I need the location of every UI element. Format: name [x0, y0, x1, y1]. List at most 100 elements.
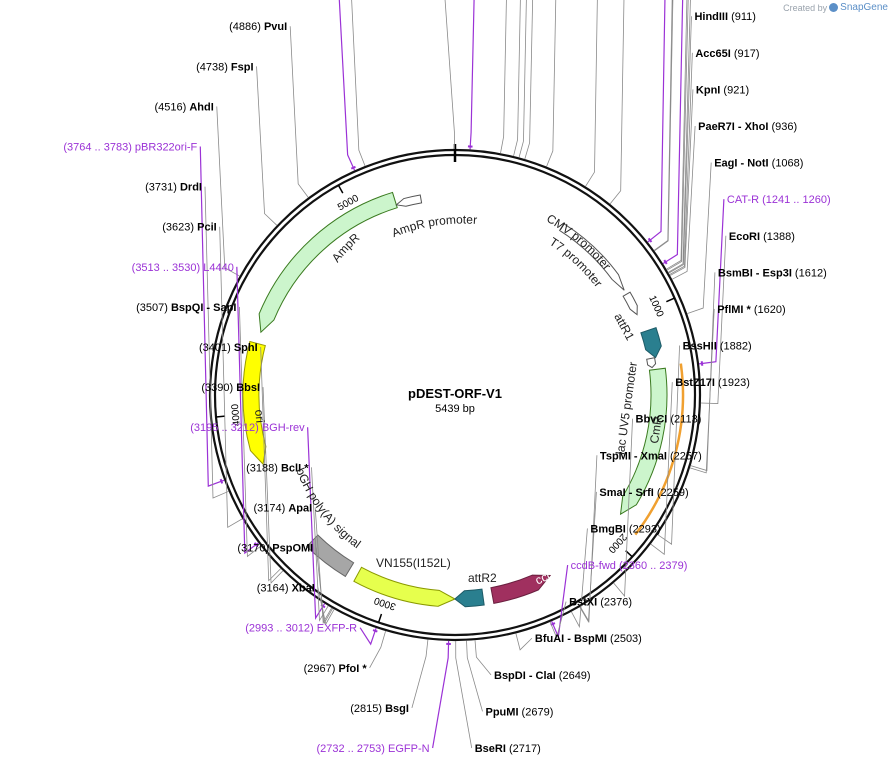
site-bsshii[interactable]: BssHII (1882) [683, 341, 752, 353]
leader-nrui [513, 0, 521, 157]
leader-kpni [669, 89, 694, 276]
lacuv5-promoter-label: lac UV5 promoter [613, 361, 640, 455]
site-cat-r[interactable]: CAT-R (1241 .. 1260) [727, 194, 831, 206]
site-text-ahdi: AhdI [189, 101, 213, 113]
leader-bcli [311, 467, 329, 622]
site-bbsi[interactable]: (3390) BbsI [201, 382, 260, 394]
site-acc65i[interactable]: Acc65I (917) [695, 48, 759, 60]
site-text-smai-srfi: (2259) [654, 487, 689, 499]
site-drdi[interactable]: (3731) DrdI [145, 182, 202, 194]
site-fspi[interactable]: (4738) FspI [196, 61, 253, 73]
site-ahdi[interactable]: (4516) AhdI [154, 101, 213, 113]
leader-sgrdi [444, 0, 455, 150]
site-pflmi[interactable]: PflMI * (1620) [717, 304, 785, 316]
site-text-pflmi: PflMI * [717, 304, 751, 316]
site-ppumi[interactable]: PpuMI (2679) [486, 706, 554, 718]
feature-vn155-i152l[interactable] [353, 566, 457, 607]
feature-ampr[interactable] [258, 191, 398, 334]
leader-cat-r [698, 199, 725, 365]
site-text-bstz17i: (1923) [715, 377, 750, 389]
feature-attr1[interactable] [640, 327, 662, 359]
site-text-pflmi: (1620) [751, 304, 786, 316]
site-bcli[interactable]: (3188) BclI * [246, 462, 309, 474]
leader-saci [654, 0, 674, 252]
site-text-bfuai-bspmi: (2503) [607, 633, 642, 645]
leader-fspi [256, 66, 278, 226]
site-paer7i-xhoi[interactable]: PaeR7I - XhoI (936) [698, 121, 797, 133]
site-pbr322ori-f[interactable]: (3764 .. 3783) pBR322ori-F [63, 142, 197, 154]
site-text-ecori: EcoRI [729, 231, 760, 243]
site-bfuai-bspmi[interactable]: BfuAI - BspMI (2503) [535, 633, 642, 645]
leader-ahdi [216, 106, 240, 277]
feature-attr2[interactable] [454, 588, 485, 608]
leader-xmni [351, 0, 366, 167]
site-apai[interactable]: (3174) ApaI [253, 502, 312, 514]
site-text-ecori: (1388) [760, 231, 795, 243]
site-text-fspi: FspI [231, 61, 254, 73]
features-layer [242, 191, 685, 608]
feature-ori[interactable] [242, 340, 267, 466]
site-text-drdi: DrdI [180, 182, 202, 194]
site-text-bbvci: (2113) [667, 414, 701, 426]
leader-tspmi-xmai [579, 455, 598, 623]
site-bstxi[interactable]: BstXI (2376) [569, 597, 632, 609]
feature-lac-uv5-promoter[interactable] [646, 357, 657, 369]
leader-drdi [204, 186, 229, 499]
site-exfp-r[interactable]: (2993 .. 3012) EXFP-R [245, 623, 357, 635]
plasmid-size: 5439 bp [435, 403, 475, 415]
leader-bgh-rev [307, 427, 326, 620]
site-egfp-n[interactable]: (2732 .. 2753) EGFP-N [316, 743, 429, 755]
site-bgh-rev[interactable]: (3195 .. 3212) BGH-rev [190, 422, 305, 434]
site-hindiii[interactable]: HindIII (911) [694, 11, 756, 23]
feature-cmr[interactable] [619, 367, 668, 516]
site-text-bsshii: (1882) [717, 341, 752, 353]
leader-paer7i-xhoi [671, 125, 696, 280]
site-kpni[interactable]: KpnI (921) [696, 84, 749, 96]
site-ccdb-fwd[interactable]: ccdB-fwd (2360 .. 2379) [571, 560, 688, 572]
site-text-cat-r: (1241 .. 1260) [759, 194, 831, 206]
leader-eagi-noti [687, 162, 712, 315]
site-bspdi-clai[interactable]: BspDI - ClaI (2649) [494, 670, 591, 682]
site-pfoi[interactable]: (2967) PfoI * [304, 663, 368, 675]
site-bsgi[interactable]: (2815) BsgI [350, 703, 409, 715]
leader-pflmi [689, 308, 715, 474]
site-text-bgh-rev: (3195 .. 3212) [190, 422, 262, 434]
site-bspqi-sapi[interactable]: (3507) BspQI - SapI [136, 302, 236, 314]
tick-label-1000: 1000 [646, 294, 665, 319]
site-eagi-noti[interactable]: EagI - NotI (1068) [714, 158, 803, 170]
site-xbai[interactable]: (3164) XbaI [257, 583, 315, 595]
site-bseri[interactable]: BseRI (2717) [475, 743, 541, 755]
site-text-pvui: PvuI [264, 21, 287, 33]
leader-xbai [317, 587, 335, 626]
feature-ccdb[interactable] [490, 574, 552, 604]
primer-mark-cat-r [700, 361, 704, 366]
site-pspomi[interactable]: (3170) PspOMI [237, 543, 313, 555]
site-text-eagi-noti: EagI - NotI [714, 158, 768, 170]
leader-acc65i [669, 52, 693, 275]
site-ecori[interactable]: EcoRI (1388) [729, 231, 795, 243]
site-bstz17i[interactable]: BstZ17I (1923) [675, 377, 750, 389]
site-bmgbi[interactable]: BmgBI (2293) [590, 523, 660, 535]
site-l4440[interactable]: (3513 .. 3530) L4440 [132, 262, 234, 274]
site-text-ppumi: PpuMI [486, 706, 519, 718]
site-pcii[interactable]: (3623) PciI [162, 222, 216, 234]
site-text-bbsi: BbsI [236, 382, 260, 394]
leader-cmv-enhancer [546, 0, 557, 167]
site-text-bsmbi-esp3i: (1612) [792, 267, 827, 279]
site-text-l4440: (3513 .. 3530) [132, 262, 204, 274]
feature-cmv-promoter[interactable] [558, 222, 625, 291]
site-tspmi-xmai[interactable]: TspMI - XmaI (2257) [600, 450, 702, 462]
site-text-ahdi: (4516) [154, 101, 189, 113]
site-bsmbi-esp3i[interactable]: BsmBI - Esp3I (1612) [718, 267, 827, 279]
feature-t7-promoter[interactable] [622, 291, 638, 316]
site-smai-srfi[interactable]: SmaI - SrfI (2259) [599, 487, 688, 499]
primer-mark-l4440 [253, 542, 259, 548]
site-pvui[interactable]: (4886) PvuI [229, 21, 287, 33]
feature-ampr-promoter[interactable] [395, 194, 423, 207]
primer-mark-t7 [663, 259, 668, 265]
site-bbvci[interactable]: BbvCI (2113) [636, 414, 702, 426]
site-sphi[interactable]: (3401) SphI [199, 342, 258, 354]
site-text-sphi: (3401) [199, 342, 234, 354]
attr1-label: attR1 [611, 311, 637, 343]
site-text-bbsi: (3390) [201, 382, 236, 394]
